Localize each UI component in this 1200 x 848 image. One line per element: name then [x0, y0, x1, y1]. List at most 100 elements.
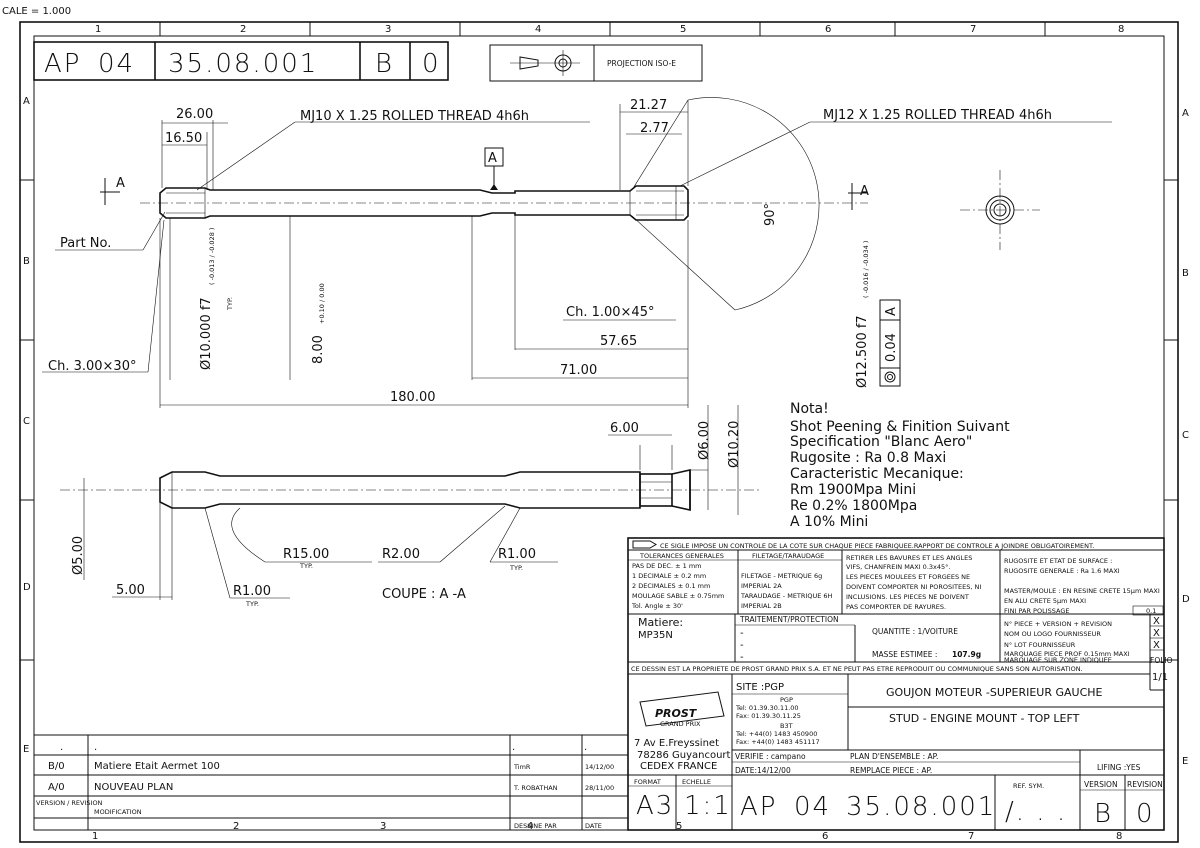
note-line-7: Re 0.2% 1800Mpa	[790, 498, 917, 514]
col-label-4-bottom: 4	[527, 821, 533, 832]
plan-ensemble: PLAN D'ENSEMBLE : AP.	[850, 752, 938, 761]
projection-block: PROJECTION ISO-E	[489, 44, 703, 82]
address-3: CEDEX FRANCE	[640, 761, 717, 772]
rev-dot-1: .	[60, 742, 63, 753]
scale-label: CALE = 1.000	[2, 6, 71, 17]
dim-180: 180.00	[390, 390, 436, 405]
header-part-number: AP 04 35.08.001 B 0	[33, 41, 449, 81]
burr-line-2: VIFS, CHANFREIN MAXI 0.3x45°.	[846, 563, 950, 571]
marking-4: MARQUAGE PIECE PROF 0.15mm MAXI	[1004, 650, 1130, 658]
radius-1-left-typ: TYP.	[245, 600, 259, 608]
logo-sub: GRAND PRIX	[660, 720, 701, 728]
rug-line-4: MASTER/MOULE : EN RESINE CRETE 15µm MAXI	[1004, 587, 1160, 595]
rev-header-desc: MODIFICATION	[94, 808, 142, 816]
geometric-tolerance-frame	[879, 299, 901, 387]
projection-cone-icon	[519, 56, 539, 70]
matiere-value: MP35N	[638, 630, 673, 641]
part-group: 04	[98, 49, 135, 79]
site-line-2: Tel: 01.39.30.11.00	[735, 704, 799, 712]
row-label-c: C	[23, 416, 30, 427]
title-en: STUD - ENGINE MOUNT - TOP LEFT	[889, 712, 1080, 725]
echelle-value: 1:1	[684, 791, 732, 821]
marking-1: N° PIECE + VERSION + REVISION	[1004, 620, 1112, 628]
row-label-a-right: A	[1182, 108, 1189, 119]
dia-10-f7: Ø10.000 f7	[199, 297, 214, 370]
folio-value: 1/1	[1152, 672, 1168, 683]
note-line-8: A 10% Mini	[790, 514, 868, 530]
tol-value: 0.04	[884, 333, 899, 362]
rug-line-1: RUGOSITE ET ETAT DE SURFACE :	[1004, 557, 1112, 565]
tol-line-1: PAS DE DEC. ± 1 mm	[632, 562, 701, 570]
section-view: 6.00 Ø6.00 Ø10.20 Ø5.00 5.00 R15.00 TYP.…	[60, 405, 760, 608]
footer-revision: 0	[1136, 799, 1155, 829]
chamfer-1: Ch. 1.00×45°	[566, 305, 654, 320]
marking-3: N° LOT FOURNISSEUR	[1004, 641, 1076, 649]
thread-right: MJ12 X 1.25 ROLLED THREAD 4h6h	[823, 108, 1052, 123]
note-line-4: Rugosite : Ra 0.8 Maxi	[790, 450, 946, 466]
radius-1-left: R1.00	[233, 584, 271, 599]
projection-label: PROJECTION ISO-E	[607, 59, 676, 68]
rev-header-date: DATE	[585, 822, 602, 830]
rev-header-by: DESSINE PAR	[514, 822, 557, 830]
tol-line-2: 1 DECIMALE ± 0.2 mm	[632, 572, 706, 580]
x-mark-3: X	[1153, 640, 1160, 651]
col-label-1: 1	[95, 24, 101, 35]
prost-logo: PROST GRAND PRIX	[639, 691, 725, 728]
col-label-5: 5	[680, 24, 686, 35]
dia-1020: Ø10.20	[727, 421, 742, 468]
x-mark-1: X	[1153, 616, 1160, 627]
dia-6: Ø6.00	[697, 421, 712, 460]
note-line-3: Specification "Blanc Aero"	[790, 434, 972, 450]
burr-line-1: RETIRER LES BAVURES ET LES ANGLES	[846, 554, 972, 562]
part-prefix: AP	[44, 49, 81, 79]
rev-code: A/0	[48, 782, 65, 793]
end-view	[960, 170, 1040, 250]
col-label-3: 3	[385, 24, 391, 35]
rug-line-2: RUGOSITE GENERALE : Ra 1.6 MAXI	[1004, 567, 1120, 575]
note-line-1: Nota!	[790, 401, 829, 417]
traitement-dash-2: -	[740, 640, 744, 651]
radius-15-typ: TYP.	[299, 562, 313, 570]
dia-125-tol: ( -0.016 / -0.034 )	[862, 241, 870, 298]
rev-header-rev: VERSION / REVISION	[36, 799, 103, 807]
thread-left: MJ10 X 1.25 ROLLED THREAD 4h6h	[300, 109, 529, 124]
filetage-line-2: IMPERIAL 2A	[741, 582, 782, 590]
dia-5: Ø5.00	[71, 536, 86, 575]
radius-1-right-typ: TYP.	[509, 564, 523, 572]
col-label-7-bottom: 7	[968, 831, 974, 842]
typ-dia10: TYP.	[226, 297, 234, 311]
col-label-8-bottom: 8	[1116, 831, 1122, 842]
version-label: VERSION	[1084, 780, 1118, 789]
footer-version: B	[1094, 799, 1113, 829]
burr-line-3: LES PIECES MOULEES ET FORGEES NE	[846, 573, 970, 581]
rev-date: 28/11/00	[585, 784, 614, 792]
section-title: COUPE : A -A	[382, 587, 466, 602]
dia-125-f7: Ø12.500 f7	[855, 315, 870, 388]
col-label-5-bottom: 5	[676, 821, 682, 832]
dim-71: 71.00	[560, 363, 597, 378]
rug-line-5: EN ALU CRETE 5µm MAXI	[1004, 597, 1086, 605]
format-label: FORMAT	[634, 778, 661, 786]
property-note: CE DESSIN EST LA PROPRIETE DE PROST GRAN…	[631, 665, 1083, 673]
footer-part-group: 04	[794, 792, 831, 822]
x-mark-2: X	[1153, 628, 1160, 639]
verifie: VERIFIE : campano	[735, 752, 806, 761]
burr-line-5: INCLUSIONS. LES PIECES NE DOIVENT	[846, 593, 969, 601]
control-note: CE SIGLE IMPOSE UN CONTROLE DE LA COTE S…	[660, 542, 1094, 550]
note-line-2: Shot Peening & Finition Suivant	[790, 419, 1010, 435]
note-line-5: Caracteristic Mecanique:	[790, 466, 964, 482]
row-label-d-right: D	[1182, 594, 1190, 605]
filetage-line-3: TARAUDAGE - METRIQUE 6H	[740, 592, 833, 600]
revision-table: . . . . B/0 Matiere Etait Aermet 100 Tim…	[34, 734, 628, 830]
burr-line-4: DOIVENT COMPORTER NI POROSITEES, NI	[846, 583, 981, 591]
col-label-6-bottom: 6	[822, 831, 828, 842]
sheet-frame	[19, 21, 1179, 843]
masse-value: 107.9g	[952, 650, 981, 659]
row-label-b-right: B	[1182, 268, 1189, 279]
row-label-e-right: E	[1182, 756, 1188, 767]
part-number: 35.08.001	[168, 49, 318, 79]
footer-part-number: 35.08.001	[846, 792, 996, 822]
site-label: SITE :PGP	[736, 682, 784, 693]
title-fr: GOUJON MOTEUR -SUPERIEUR GAUCHE	[886, 686, 1103, 699]
footer-part-prefix: AP	[740, 792, 777, 822]
